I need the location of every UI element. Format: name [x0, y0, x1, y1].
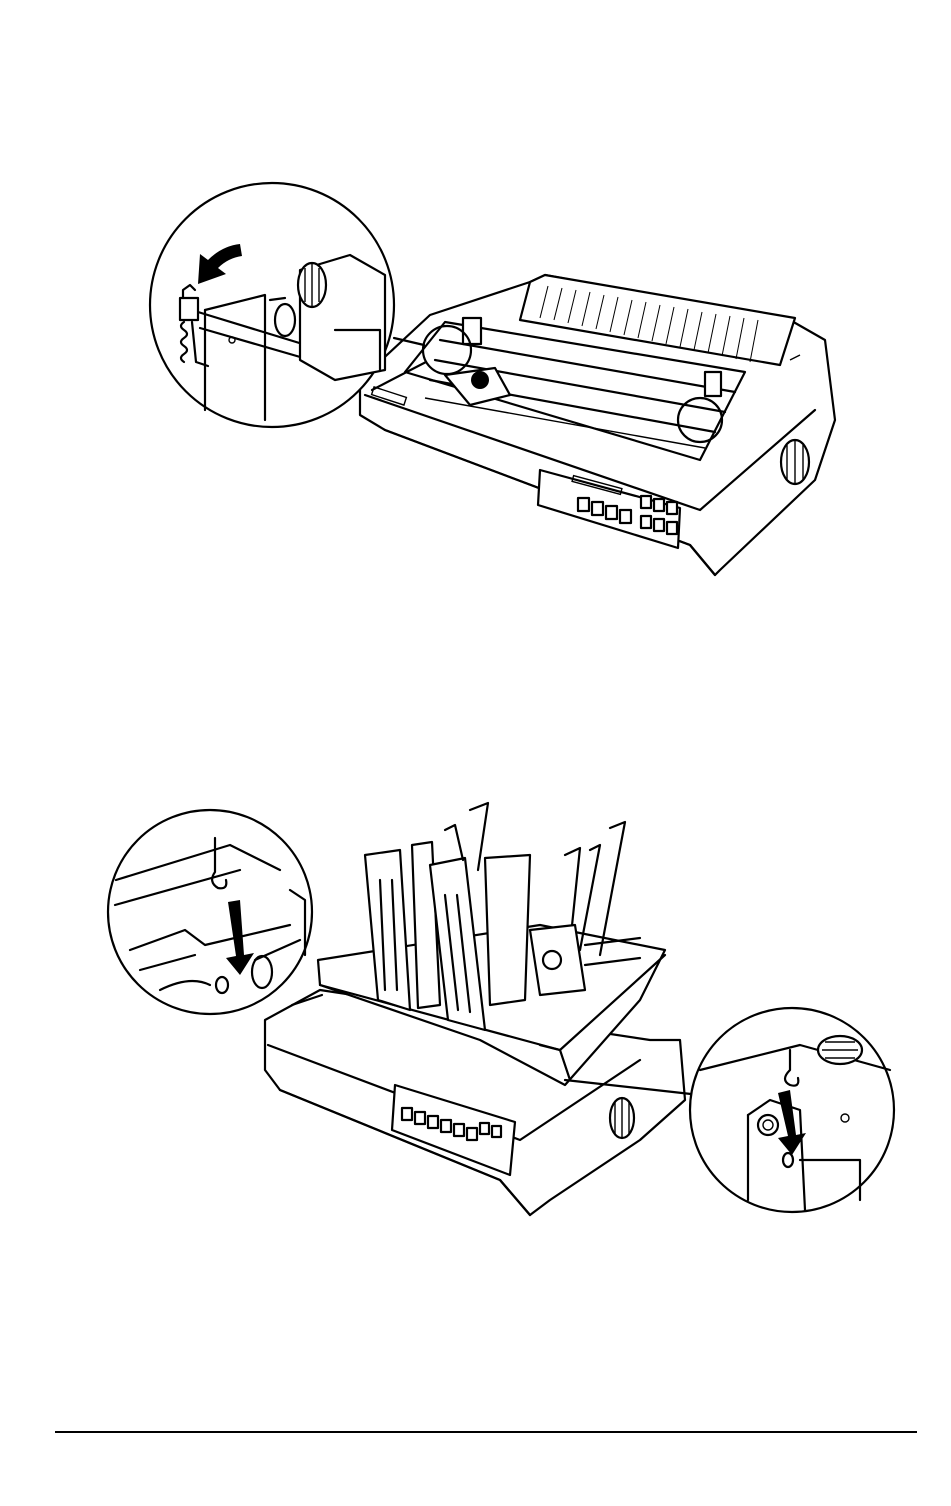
printer-top-svg — [0, 170, 951, 590]
detail-circle-right — [690, 1008, 894, 1212]
detail-circle-left — [108, 810, 312, 1014]
page-footer-rule — [55, 1431, 917, 1433]
printer-body — [360, 275, 835, 575]
platen-knob — [781, 440, 809, 484]
sheet-feeder-installation-illustration — [0, 795, 951, 1235]
detail-circle-left — [150, 183, 394, 427]
printer-release-lever-illustration — [0, 170, 951, 590]
printer-bottom-svg — [0, 795, 951, 1235]
